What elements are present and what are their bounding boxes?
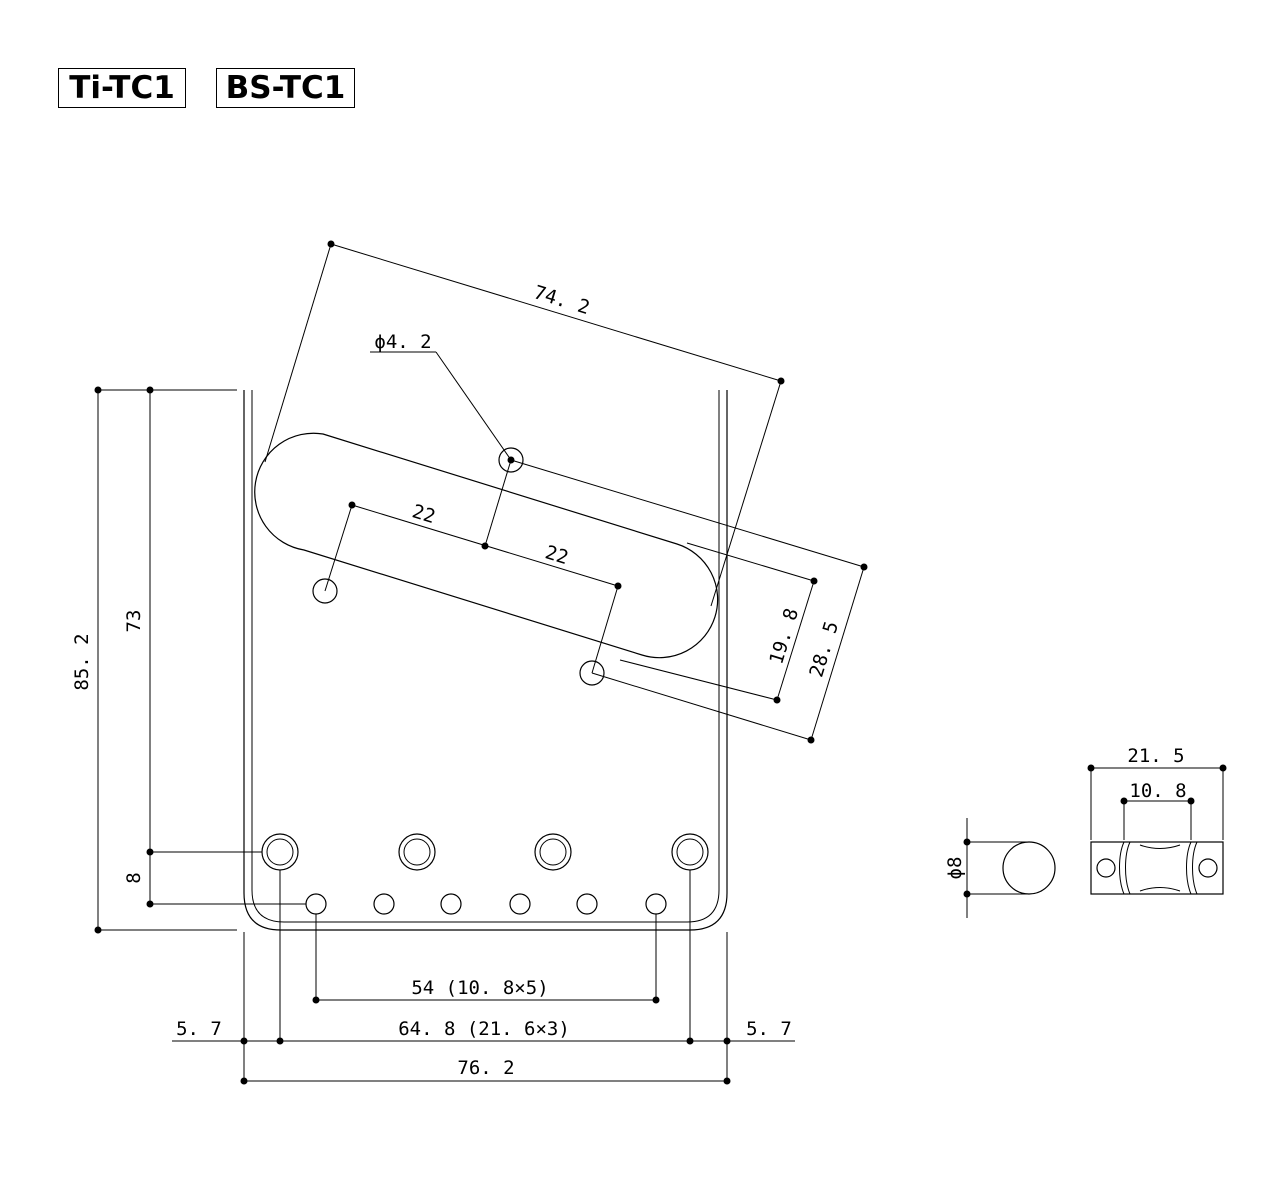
dim-offset-28-5: 28. 5	[805, 619, 843, 680]
dim-screw-height: 73	[123, 610, 145, 633]
dimension-lines	[94, 240, 868, 1085]
bridge-plate-outline	[243, 390, 728, 931]
saddle-dimension-lines	[1087, 764, 1227, 840]
model-label-ti-tc1: Ti-TC1	[58, 68, 186, 108]
dim-saddle-length: 21. 5	[1127, 745, 1184, 767]
dim-saddle-screw-span: 64. 8 (21. 6×3)	[398, 1018, 570, 1040]
pickup-mount-hole-left	[312, 578, 338, 604]
dim-overall-width: 76. 2	[457, 1057, 514, 1079]
pickup-mount-hole-top	[498, 447, 524, 473]
saddle-screw-holes	[261, 833, 709, 871]
saddle-end-view	[963, 818, 1056, 918]
pickup-mount-hole-right	[579, 660, 605, 686]
dim-screw-row-offset: 8	[123, 872, 145, 883]
dim-margin-right: 5. 7	[746, 1018, 792, 1040]
dim-mount-hole-dia: ϕ4. 2	[374, 331, 431, 353]
dim-pickup-slot-length: 74. 2	[531, 281, 592, 319]
pickup-slot	[254, 432, 719, 659]
dim-string-hole-span: 54 (10. 8×5)	[411, 977, 548, 999]
dim-saddle-diameter: ϕ8	[944, 857, 966, 880]
dim-overall-height: 85. 2	[71, 633, 93, 690]
string-holes	[305, 893, 667, 915]
saddle-side-view	[1090, 841, 1224, 895]
dim-hole-spacing-2: 22	[543, 541, 571, 569]
dim-margin-left: 5. 7	[176, 1018, 222, 1040]
model-label-bs-tc1: BS-TC1	[216, 68, 355, 108]
dim-saddle-hole-spacing: 10. 8	[1129, 780, 1186, 802]
dim-offset-19-8: 19. 8	[765, 606, 803, 667]
